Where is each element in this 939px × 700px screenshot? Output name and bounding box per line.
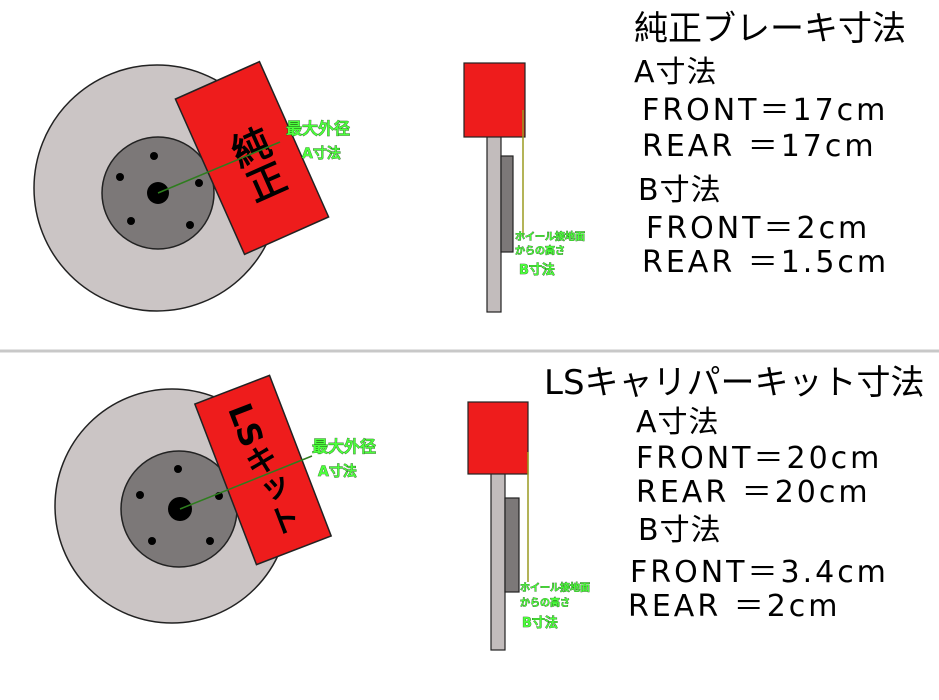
lug-hole <box>148 537 156 545</box>
stock-b-rear: REAR ＝1.5cm <box>642 245 890 280</box>
max-diameter-guide <box>157 141 281 194</box>
caliper-side <box>467 401 529 475</box>
stock-caliper: 純正 <box>174 60 330 256</box>
lug-hole <box>186 221 194 229</box>
ls-side-view: ホイール接地面 からの高さ B寸法 <box>467 401 590 651</box>
label-max-diameter: 最大外径 <box>286 119 350 138</box>
ls-a-heading: A寸法 <box>636 405 720 440</box>
stock-a-heading: A寸法 <box>634 55 718 90</box>
lug-hole <box>127 217 135 225</box>
stock-a-rear: REAR ＝17cm <box>642 129 877 164</box>
stock-side-view: ホイール接地面 からの高さ B寸法 <box>463 62 585 313</box>
max-diameter-guide <box>179 455 313 510</box>
ls-title: LSキャリパーキット寸法 <box>544 363 925 403</box>
rotor-side <box>486 135 502 313</box>
rotor-side <box>490 471 506 651</box>
lug-hole <box>150 152 158 160</box>
label-height-line1: ホイール接地面 <box>520 581 590 594</box>
label-max-diameter: 最大外径 <box>312 437 376 456</box>
lug-hole <box>195 179 203 187</box>
ls-front-view: LSキット 最大外径 A寸法 <box>54 374 376 624</box>
label-height-line2: からの高さ <box>515 244 565 257</box>
label-b-dim: B寸法 <box>519 262 555 278</box>
ls-b-rear: REAR ＝2cm <box>628 589 841 624</box>
lug-hole <box>174 465 182 473</box>
lug-hole <box>206 537 214 545</box>
stock-a-front: FRONT＝17cm <box>642 93 889 128</box>
ls-a-front: FRONT＝20cm <box>636 441 883 476</box>
stock-front-view: 純正 最大外径 A寸法 <box>33 60 350 312</box>
ls-a-rear: REAR ＝20cm <box>636 475 871 510</box>
stock-title: 純正ブレーキ寸法 <box>634 9 906 49</box>
lug-hole <box>116 173 124 181</box>
hub-side <box>500 155 514 253</box>
hub-side <box>504 497 520 593</box>
ls-b-heading: B寸法 <box>638 513 722 548</box>
label-b-dim: B寸法 <box>522 615 558 631</box>
label-a-dim: A寸法 <box>318 463 357 480</box>
stock-b-front: FRONT＝2cm <box>646 211 871 246</box>
label-a-dim: A寸法 <box>302 145 341 162</box>
label-height-line2: からの高さ <box>520 596 570 609</box>
caliper-side <box>463 62 526 138</box>
lug-hole <box>136 491 144 499</box>
stock-b-heading: B寸法 <box>638 173 722 208</box>
label-height-line1: ホイール接地面 <box>515 230 585 243</box>
ls-b-front: FRONT＝3.4cm <box>630 555 889 590</box>
